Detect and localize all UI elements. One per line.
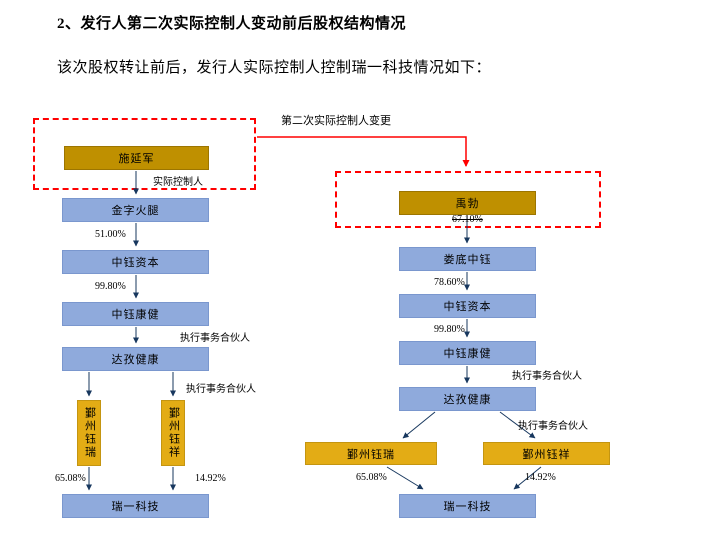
before-pct-1: 51.00% (95, 229, 126, 240)
after-gp-note-2: 执行事务合伙人 (518, 421, 588, 432)
before-gp-note-1: 执行事务合伙人 (180, 333, 250, 344)
before-gp-note-2: 执行事务合伙人 (186, 384, 256, 395)
after-pct-lp-right: 14.92% (525, 472, 556, 483)
before-pct-lp-left: 65.08% (55, 473, 86, 484)
before-pct-lp-right: 14.92% (195, 473, 226, 484)
before-pct-2: 99.80% (95, 281, 126, 292)
after-pct-lp-left: 65.08% (356, 472, 387, 483)
before-controller-highlight-box (33, 118, 256, 190)
before-node-jinzi: 金字火腿 (62, 198, 209, 222)
after-target-node: 瑞一科技 (399, 494, 536, 518)
before-lp-left-node: 鄞州钰瑞 (77, 400, 101, 466)
before-target-node: 瑞一科技 (62, 494, 209, 518)
before-lp-right-node: 鄞州钰祥 (161, 400, 185, 466)
after-gp-note-1: 执行事务合伙人 (512, 371, 582, 382)
intro-text: 该次股权转让前后，发行人实际控制人控制瑞一科技情况如下： (57, 60, 492, 76)
after-node-dazi-health: 达孜健康 (399, 387, 536, 411)
before-controller-note: 实际控制人 (153, 177, 203, 188)
controller-change-arrow (257, 136, 470, 167)
before-node-dazi-health: 达孜健康 (62, 347, 209, 371)
section-heading: 2、发行人第二次实际控制人变动前后股权结构情况 (57, 16, 407, 32)
after-controller-highlight-box (335, 171, 601, 228)
after-pct-1: 78.60% (434, 277, 465, 288)
after-lp-left-node: 鄞州钰瑞 (305, 442, 437, 465)
after-pct-2: 99.80% (434, 324, 465, 335)
after-pct-controller: 67.10% (452, 214, 483, 225)
after-node-zhongyu-capital: 中钰资本 (399, 294, 536, 318)
before-controller-node: 施延军 (64, 146, 209, 170)
before-node-zhongyu-capital: 中钰资本 (62, 250, 209, 274)
after-lp-right-node: 鄞州钰祥 (483, 442, 610, 465)
after-node-zhongyu-kangjian: 中钰康健 (399, 341, 536, 365)
after-node-loudi-zhongyu: 娄底中钰 (399, 247, 536, 271)
before-node-zhongyu-kangjian: 中钰康健 (62, 302, 209, 326)
after-controller-node: 禹勃 (399, 191, 536, 215)
change-arrow-label: 第二次实际控制人变更 (281, 115, 391, 127)
